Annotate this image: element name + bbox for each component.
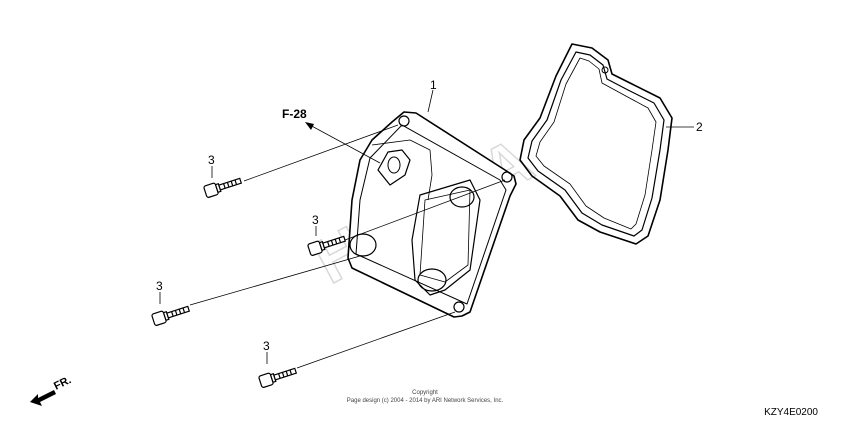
copyright-notice: Page design (c) 2004 - 2014 by ARI Netwo… [347, 398, 504, 404]
callout-part-3-c: 3 [156, 279, 163, 293]
bolt-2 [307, 235, 347, 256]
callout-part-3-d: 3 [263, 339, 270, 353]
callout-part-1: 1 [430, 78, 437, 92]
front-direction-arrow: FR. [30, 374, 73, 406]
leader-lines [159, 89, 694, 369]
front-direction-label: FR. [52, 374, 73, 393]
diagram-code: KZY4E0200 [764, 407, 818, 418]
callout-part-3-a: 3 [208, 153, 215, 167]
copyright-title: Copyright [412, 390, 438, 396]
ref-arrow-head [305, 122, 314, 130]
callout-part-2: 2 [696, 120, 703, 134]
front-arrow-icon [30, 390, 56, 406]
bolt-1 [203, 177, 243, 198]
reference-label: F-28 [282, 107, 307, 121]
bolt-4 [258, 367, 298, 388]
callout-part-3-b: 3 [312, 213, 319, 227]
head-cover-gasket [519, 43, 673, 245]
cylinder-head-cover [347, 111, 517, 318]
bolt-3 [151, 305, 191, 326]
